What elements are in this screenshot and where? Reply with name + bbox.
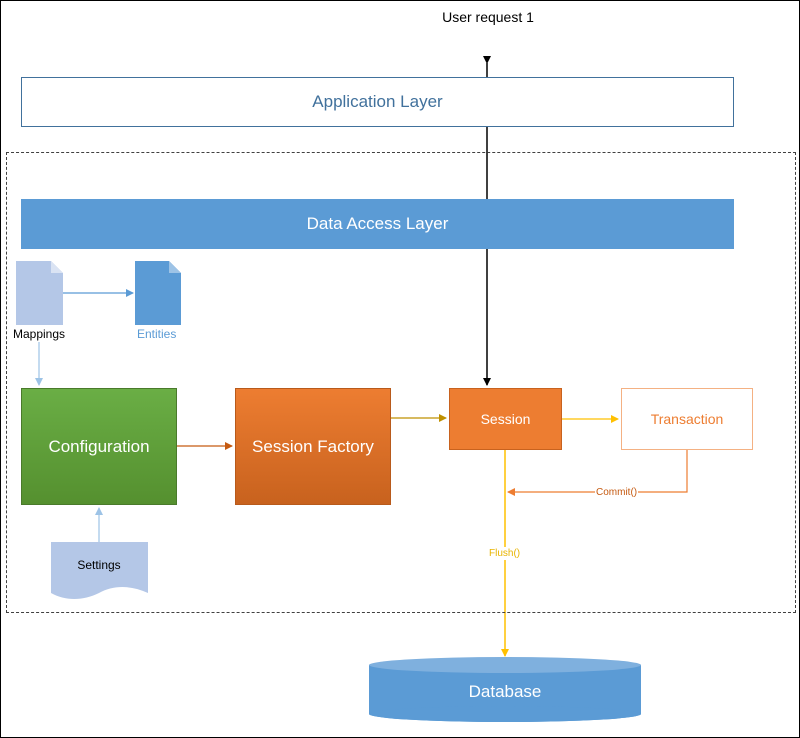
configuration-label: Configuration <box>48 436 150 456</box>
application-layer-label: Application Layer <box>312 92 443 111</box>
configuration-box[interactable]: Configuration <box>21 388 177 505</box>
mappings-document-icon <box>16 261 63 325</box>
database-box[interactable]: Database <box>369 669 641 714</box>
settings-document-icon <box>51 542 148 599</box>
entities-label: Entities <box>137 327 177 341</box>
commit-arrow <box>507 450 688 496</box>
session-factory-label: Session Factory <box>252 436 374 456</box>
mappings-label: Mappings <box>13 327 66 341</box>
data-access-layer-bar[interactable]: Data Access Layer <box>21 199 734 249</box>
transaction-box[interactable]: Transaction <box>621 388 753 450</box>
transaction-label: Transaction <box>650 411 724 427</box>
data-access-layer-label: Data Access Layer <box>306 214 449 233</box>
database-label: Database <box>468 681 542 701</box>
entities-document-icon <box>135 261 181 325</box>
flush-label: Flush() <box>489 547 521 560</box>
session-box[interactable]: Session <box>449 388 562 450</box>
session-factory-box[interactable]: Session Factory <box>235 388 391 505</box>
database-cylinder-icon <box>369 657 641 722</box>
commit-label: Commit() <box>595 487 639 498</box>
application-layer-box[interactable]: Application Layer <box>21 77 734 127</box>
user-request-label: User request 1 <box>442 9 534 25</box>
data-access-layer-frame <box>6 152 796 613</box>
settings-label: Settings <box>77 558 121 572</box>
session-label: Session <box>480 411 531 427</box>
